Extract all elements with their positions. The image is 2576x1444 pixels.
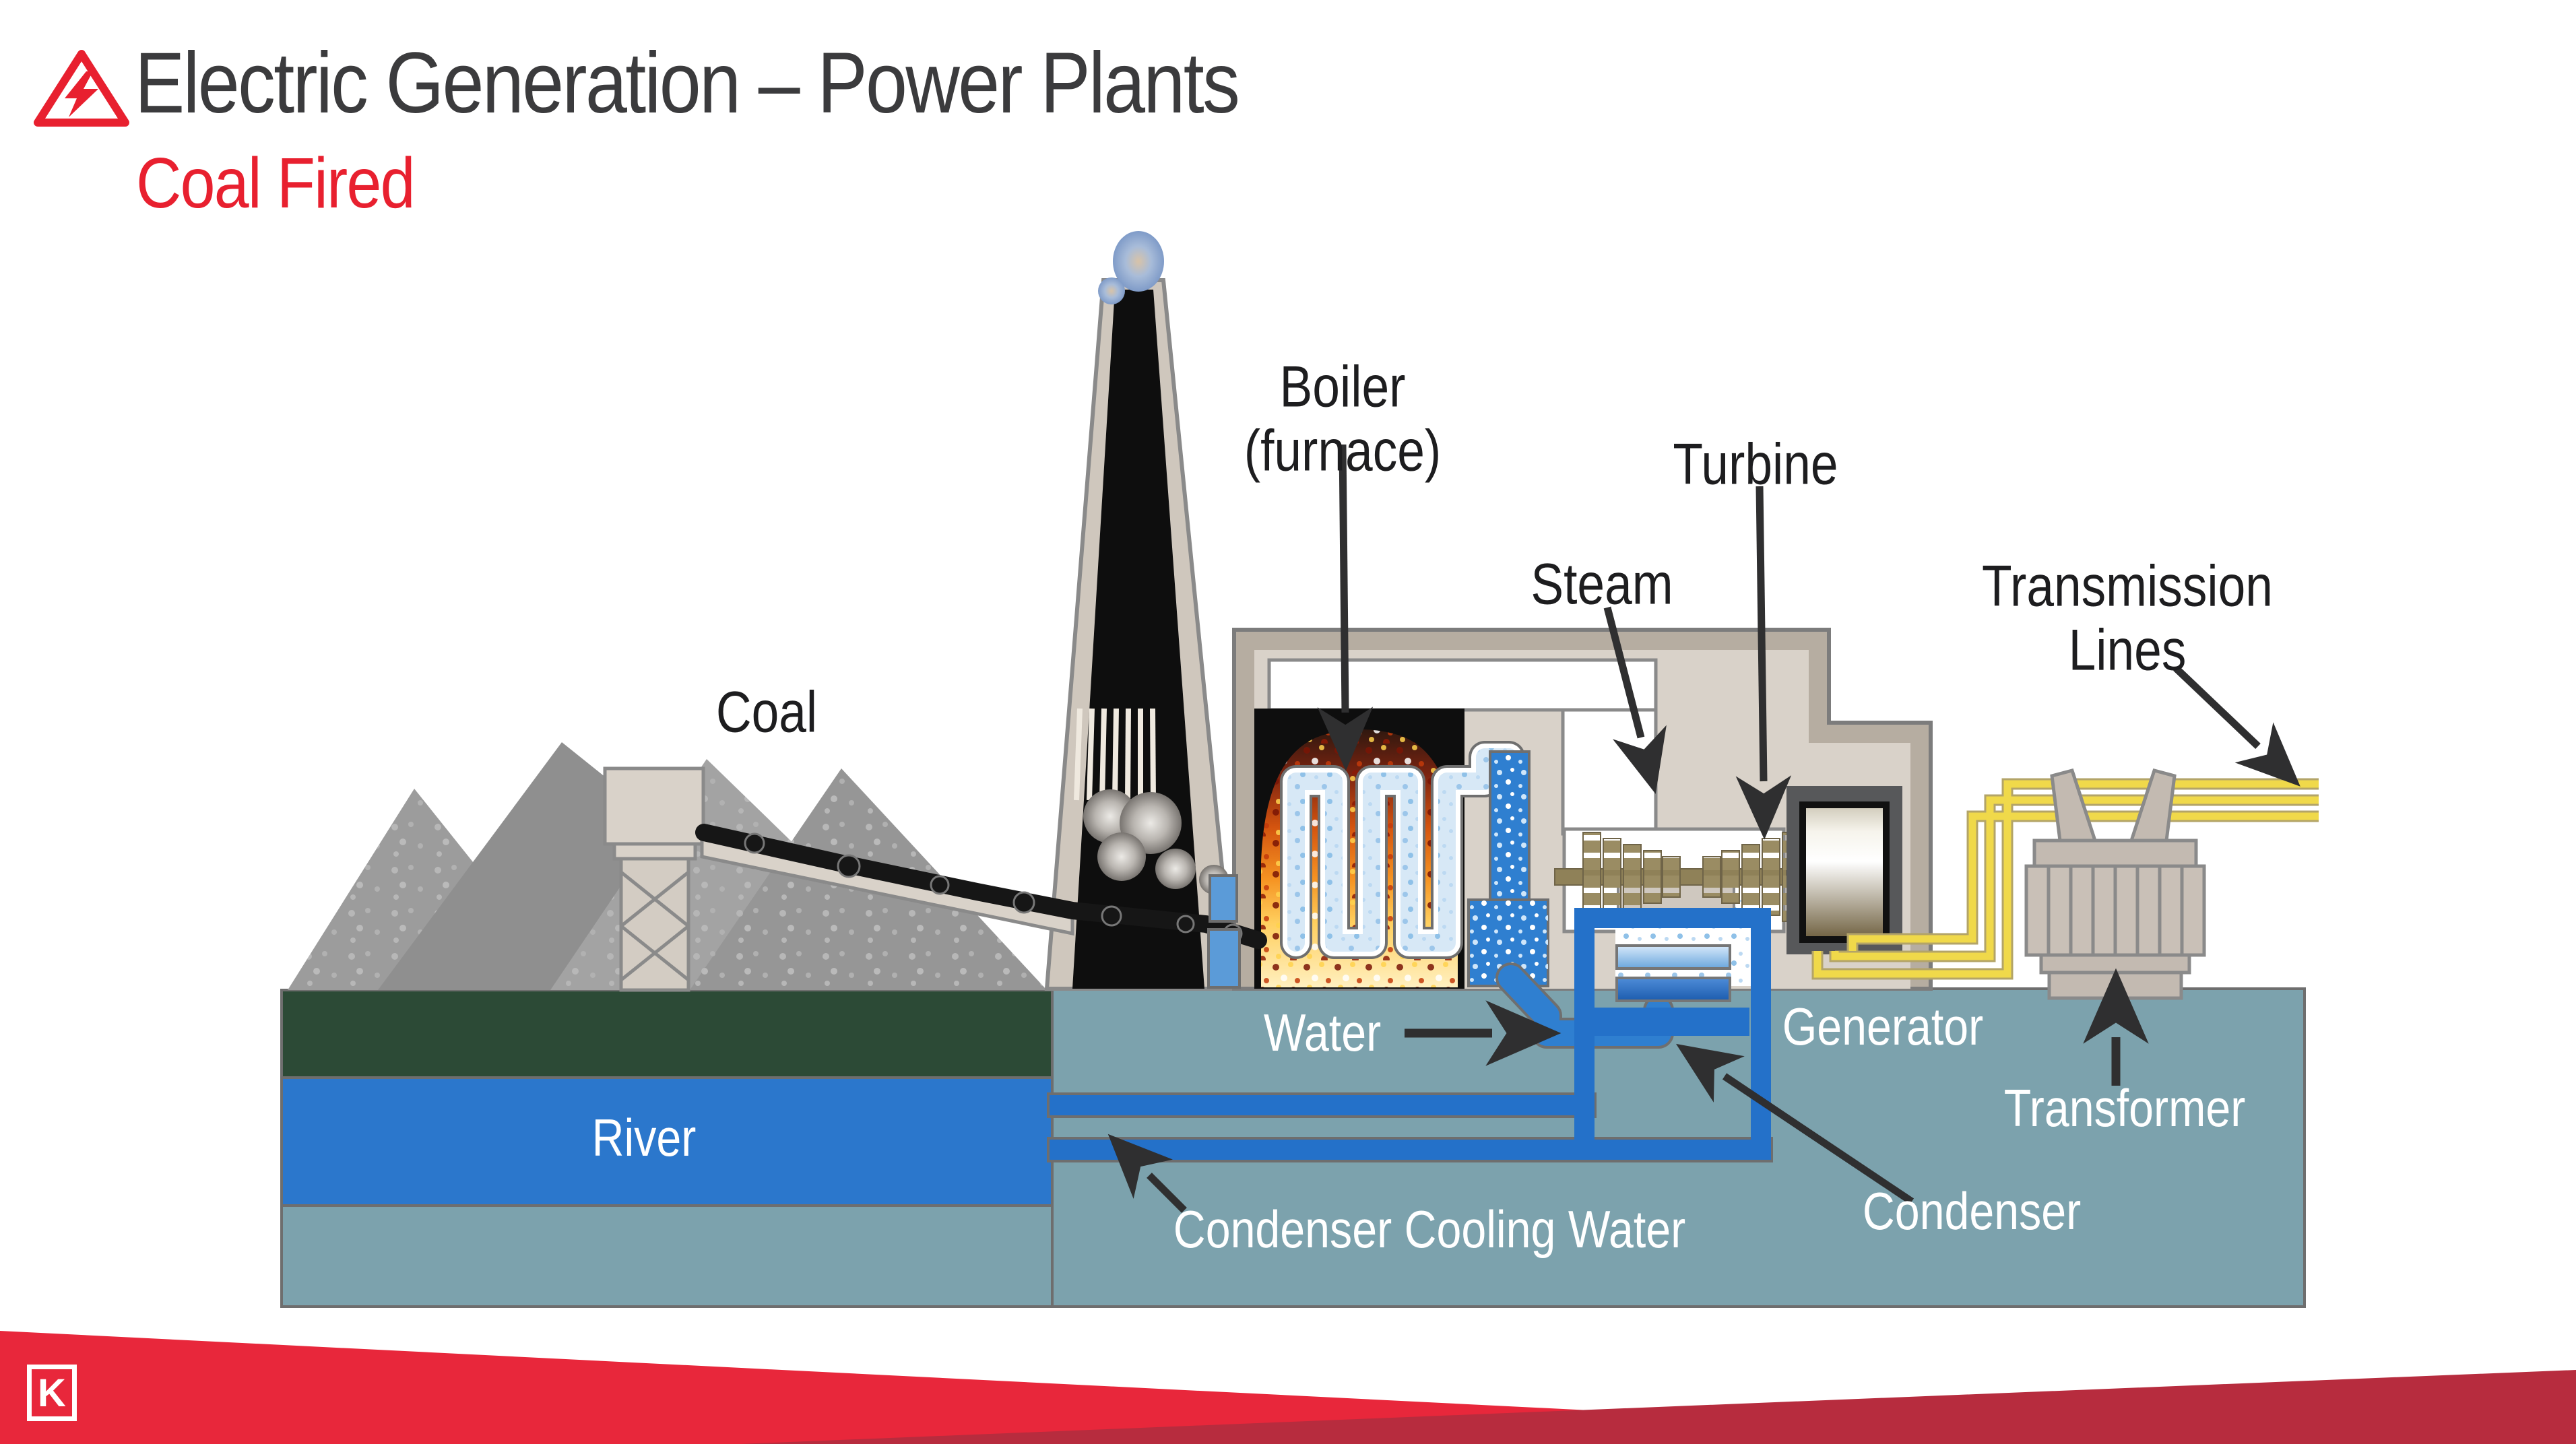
label-steam: Steam <box>1531 552 1673 617</box>
label-turbine: Turbine <box>1673 432 1838 497</box>
teal-ground-left <box>280 1204 1054 1308</box>
stack-smoke <box>1098 231 1164 304</box>
turbine-arrow <box>1735 486 1792 840</box>
label-coal: Coal <box>715 680 818 745</box>
power-cables <box>1811 778 2319 980</box>
high-voltage-warning-icon <box>34 50 129 127</box>
turbine-assembly <box>1554 832 1801 922</box>
ribbon-dark <box>740 1370 2576 1444</box>
label-water: Water <box>1263 1003 1382 1063</box>
label-boiler-line2: (furnace) <box>1244 418 1442 483</box>
transmission-lines-arrow <box>2173 665 2300 787</box>
boiler-arrow <box>1317 444 1374 771</box>
smokestack <box>1044 278 1257 991</box>
label-condenser: Condenser <box>1862 1181 2082 1241</box>
footer-ribbon <box>0 1331 2576 1444</box>
wall-window-lower <box>1207 928 1241 989</box>
condenser-arrow <box>1676 1043 1914 1205</box>
label-boiler-line1: Boiler <box>1279 354 1406 420</box>
wall-window-upper <box>1209 874 1238 923</box>
cooling-water-arrow <box>1107 1134 1187 1213</box>
boiler-water-tubes <box>1280 741 1525 959</box>
stack-grate-lines <box>1074 708 1156 801</box>
river-water <box>280 1076 1054 1207</box>
label-boiler: Boiler (furnace) <box>1244 355 1442 482</box>
condenser-shell <box>1574 908 1771 1160</box>
label-generator: Generator <box>1782 997 1984 1057</box>
cooling-water-intake-pipe <box>1047 1092 1597 1118</box>
condenser-hotwell <box>1595 1008 1749 1036</box>
generator-unit <box>1786 786 1902 954</box>
label-transmission-lines: Transmission Lines <box>1982 554 2273 682</box>
label-condenser-cooling-water: Condenser Cooling Water <box>1173 1200 1686 1259</box>
brand-logo-letter: K <box>38 1371 66 1415</box>
boiler-furnace <box>1254 709 1549 989</box>
steam-duct-horizontal <box>1267 658 1658 712</box>
label-transformer: Transformer <box>2003 1078 2246 1138</box>
page-subtitle: Coal Fired <box>136 143 415 223</box>
steam-arrow <box>1603 606 1667 794</box>
page-title: Electric Generation – Power Plants <box>135 35 1240 131</box>
grass-bank <box>280 989 1054 1079</box>
label-transmission-line1: Transmission <box>1982 554 2273 619</box>
label-river: River <box>591 1108 697 1168</box>
conveyor-tower <box>603 766 705 992</box>
annotation-arrows <box>1107 444 2300 1213</box>
brand-logo: K <box>27 1365 77 1421</box>
label-transmission-line2: Lines <box>2068 618 2187 682</box>
